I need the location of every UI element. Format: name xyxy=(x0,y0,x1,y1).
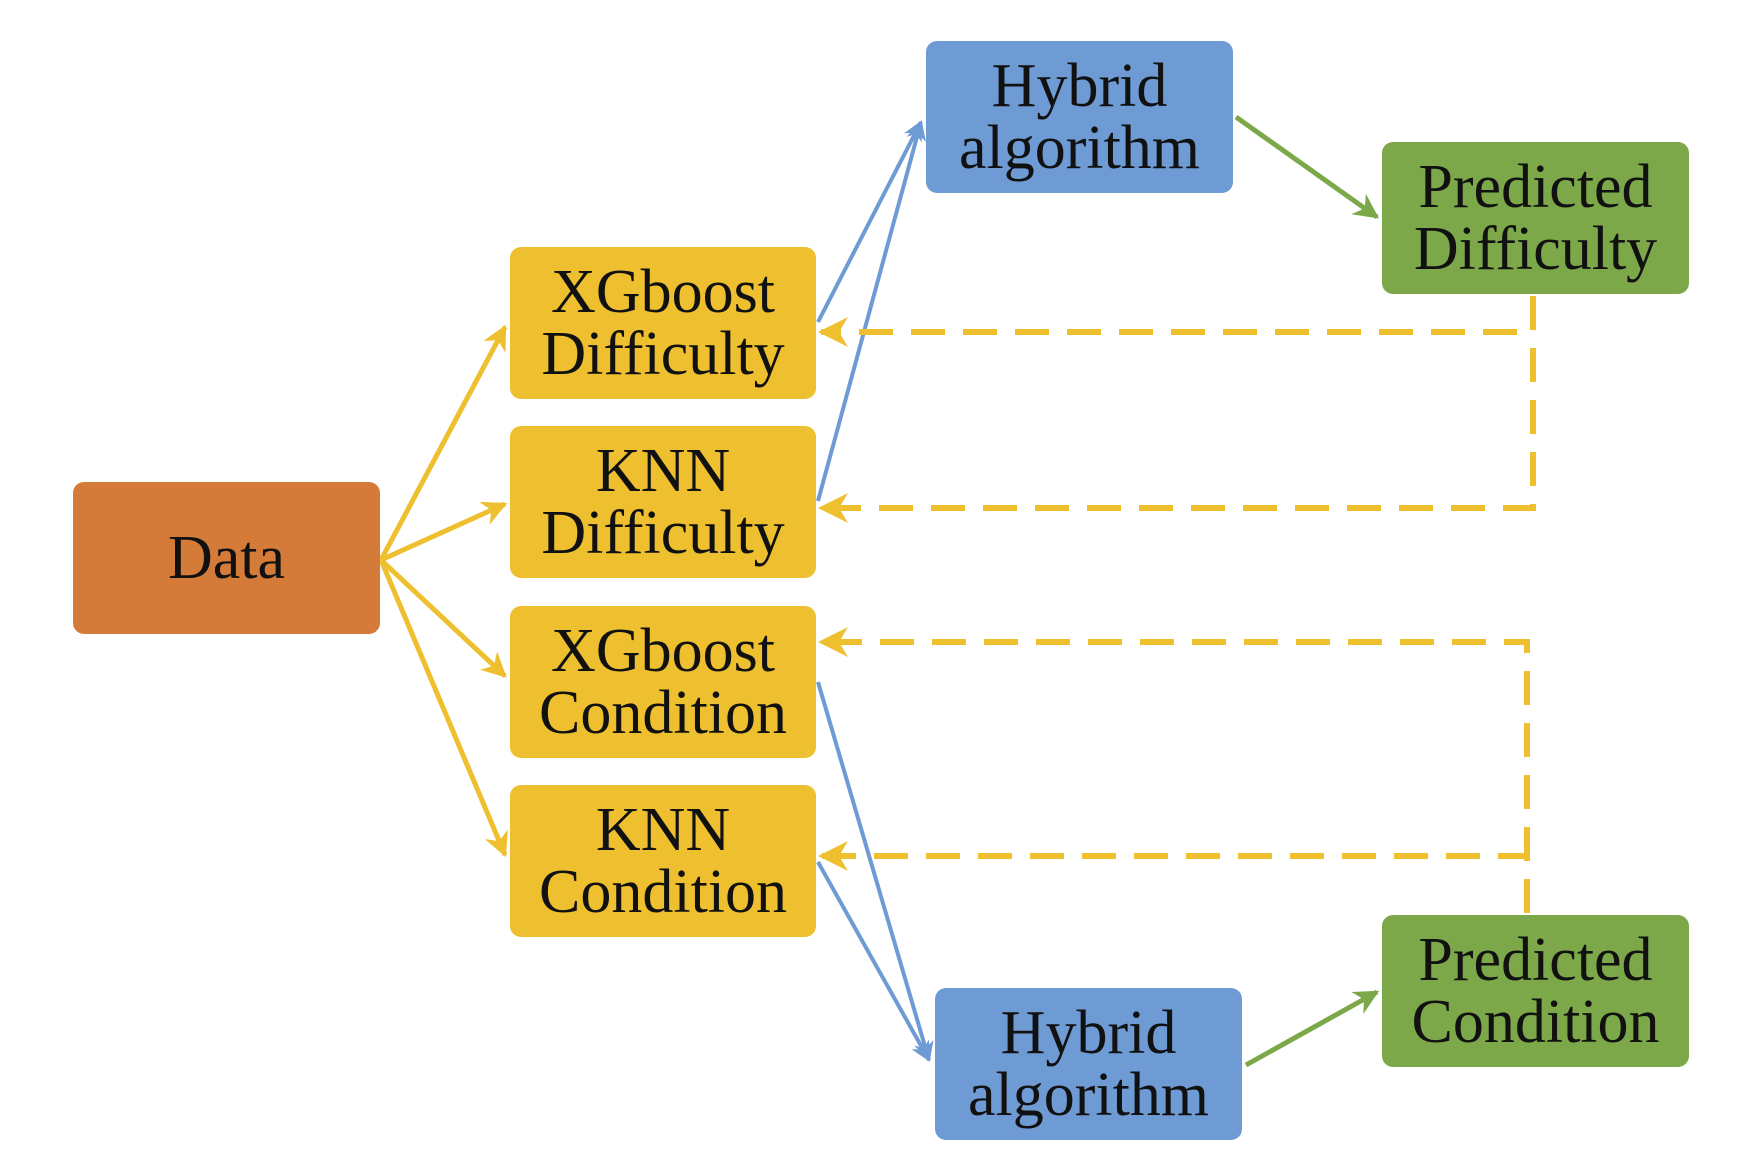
feedback-predicted-condition-to-xgboost-condition xyxy=(818,627,1530,913)
arrow-data-to-knn-condition xyxy=(378,559,508,858)
xgboost-difficulty-node: XGboost Difficulty xyxy=(510,247,816,399)
arrow-data-to-xgboost-difficulty xyxy=(378,324,508,562)
arrow-xgboost-difficulty-to-hybrid-top xyxy=(816,120,923,323)
hybrid-algorithm-bottom-node: Hybrid algorithm xyxy=(935,988,1242,1140)
hybrid-bottom-line1: Hybrid xyxy=(1000,999,1177,1067)
predicted-condition-line1: Predicted xyxy=(1418,926,1653,994)
predicted-difficulty-line2: Difficulty xyxy=(1413,215,1658,283)
knn-condition-node: KNN Condition xyxy=(510,785,816,937)
arrow-xgboost-condition-to-hybrid-bottom xyxy=(816,681,934,1062)
feedback-predicted-difficulty-to-knn-difficulty xyxy=(818,296,1536,523)
arrow-hybrid-bottom-to-predicted-condition xyxy=(1244,989,1380,1068)
arrow-knn-difficulty-to-hybrid-top xyxy=(816,120,926,502)
hybrid-top-line2: algorithm xyxy=(958,114,1201,182)
arrow-hybrid-top-to-predicted-difficulty xyxy=(1234,114,1380,220)
knn-condition-line2: Condition xyxy=(538,858,788,926)
hybrid-bottom-line2: algorithm xyxy=(967,1061,1210,1129)
data-node: Data xyxy=(73,482,380,634)
knn-difficulty-line1: KNN xyxy=(595,437,731,505)
xgboost-difficulty-line2: Difficulty xyxy=(541,320,785,388)
arrow-data-to-xgboost-condition xyxy=(379,558,507,678)
arrow-knn-condition-to-hybrid-bottom xyxy=(816,861,931,1062)
predicted-difficulty-line1: Predicted xyxy=(1418,153,1653,221)
xgboost-condition-node: XGboost Condition xyxy=(510,606,816,758)
feedback-predicted-condition-to-knn-condition xyxy=(818,841,1530,913)
knn-difficulty-line2: Difficulty xyxy=(541,499,785,567)
knn-condition-line1: KNN xyxy=(595,796,731,864)
data-node-label: Data xyxy=(167,524,286,592)
predicted-condition-node: Predicted Condition xyxy=(1382,915,1689,1067)
xgboost-difficulty-line1: XGboost xyxy=(551,258,775,326)
predicted-condition-line2: Condition xyxy=(1411,988,1660,1056)
knn-difficulty-node: KNN Difficulty xyxy=(510,426,816,578)
hybrid-top-line1: Hybrid xyxy=(991,52,1168,120)
predicted-difficulty-node: Predicted Difficulty xyxy=(1382,142,1689,294)
feedback-predicted-difficulty-to-xgboost-difficulty xyxy=(818,296,1536,347)
hybrid-algorithm-top-node: Hybrid algorithm xyxy=(926,41,1233,193)
xgboost-condition-line2: Condition xyxy=(538,679,788,747)
arrow-data-to-knn-difficulty xyxy=(379,501,508,563)
xgboost-condition-line1: XGboost xyxy=(551,617,775,685)
